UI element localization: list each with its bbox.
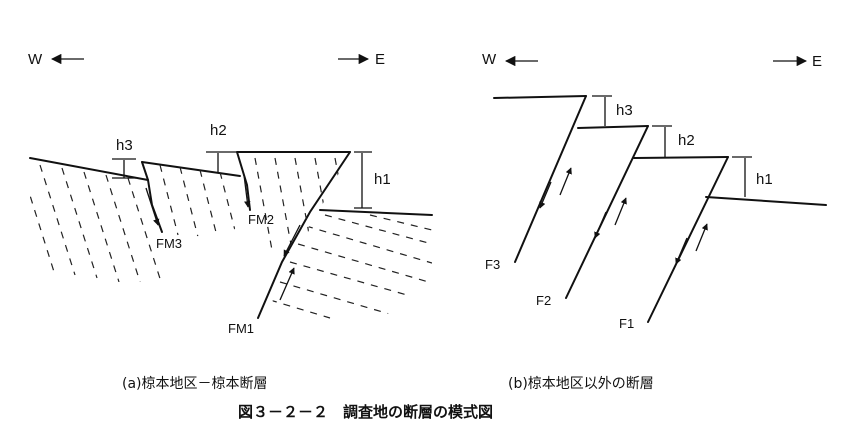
panel-b-f3-label: F3 — [485, 257, 500, 272]
panel-b-h1-label: h1 — [756, 171, 773, 188]
panel-a-surface-4 — [319, 209, 433, 216]
panel-b-f1-arrow-down — [675, 237, 688, 265]
panel-b-f2-arrow-down — [594, 211, 607, 239]
panel-a-fm1-arrow-up — [279, 267, 295, 301]
panel-b-west-label: W — [482, 51, 497, 68]
figure-title: 図３－２－２ 調査地の断層の模式図 — [238, 403, 493, 421]
panel-b-h3-label: h3 — [616, 102, 633, 119]
panel-a-strata-1 — [30, 164, 164, 282]
panel-a-fm2-label: FM2 — [248, 212, 274, 227]
panel-b-surface-1 — [493, 95, 587, 99]
panel-a-h1-label: h1 — [374, 171, 391, 188]
panel-a-fm3-label: FM3 — [156, 236, 182, 251]
panel-a-fm1-label: FM1 — [228, 321, 254, 336]
panel-b-f3-arrow-down — [539, 181, 552, 209]
panel-b-fault-f2 — [565, 125, 649, 299]
panel-a: W E — [28, 51, 433, 392]
panel-b-f1-arrow-up — [695, 223, 708, 252]
panel-b-surface-3 — [633, 156, 729, 159]
panel-b-surface-4 — [705, 196, 827, 206]
panel-a-east-label: E — [375, 51, 385, 68]
panel-a-strata-4 — [272, 214, 432, 320]
panel-a-strata-3 — [254, 157, 350, 251]
panel-a-caption: (a)椋本地区－椋本断層 — [122, 376, 268, 392]
panel-a-fm3-arrow — [145, 187, 160, 226]
panel-a-surface-2 — [141, 161, 241, 177]
panel-b-h2-label: h2 — [678, 132, 695, 149]
panel-a-fm2-arrow — [243, 174, 251, 208]
panel-a-h2-label: h2 — [210, 122, 227, 139]
panel-b-fault-f1 — [647, 156, 729, 323]
panel-b: W E h3 h2 h1 F3 F2 F1 (b)椋本地区以 — [482, 51, 827, 392]
panel-b-f1-label: F1 — [619, 316, 634, 331]
panel-a-west-label: W — [28, 51, 43, 68]
panel-a-h3-label: h3 — [116, 137, 133, 154]
panel-b-f2-arrow-up — [614, 197, 627, 226]
panel-a-fm1-arrow-down — [283, 224, 301, 257]
panel-a-fault-fm3 — [141, 161, 163, 233]
panel-a-surface-1 — [29, 157, 149, 181]
panel-a-strata-2 — [159, 164, 239, 238]
panel-b-surface-2 — [577, 125, 649, 129]
panel-b-east-label: E — [812, 53, 822, 70]
panel-b-f2-label: F2 — [536, 293, 551, 308]
panel-a-fault-fm1 — [257, 151, 351, 319]
panel-b-fault-f3 — [514, 95, 587, 263]
panel-b-f3-arrow-up — [559, 167, 572, 196]
panel-a-fault-fm2 — [236, 151, 251, 211]
panel-b-caption: (b)椋本地区以外の断層 — [508, 376, 654, 392]
